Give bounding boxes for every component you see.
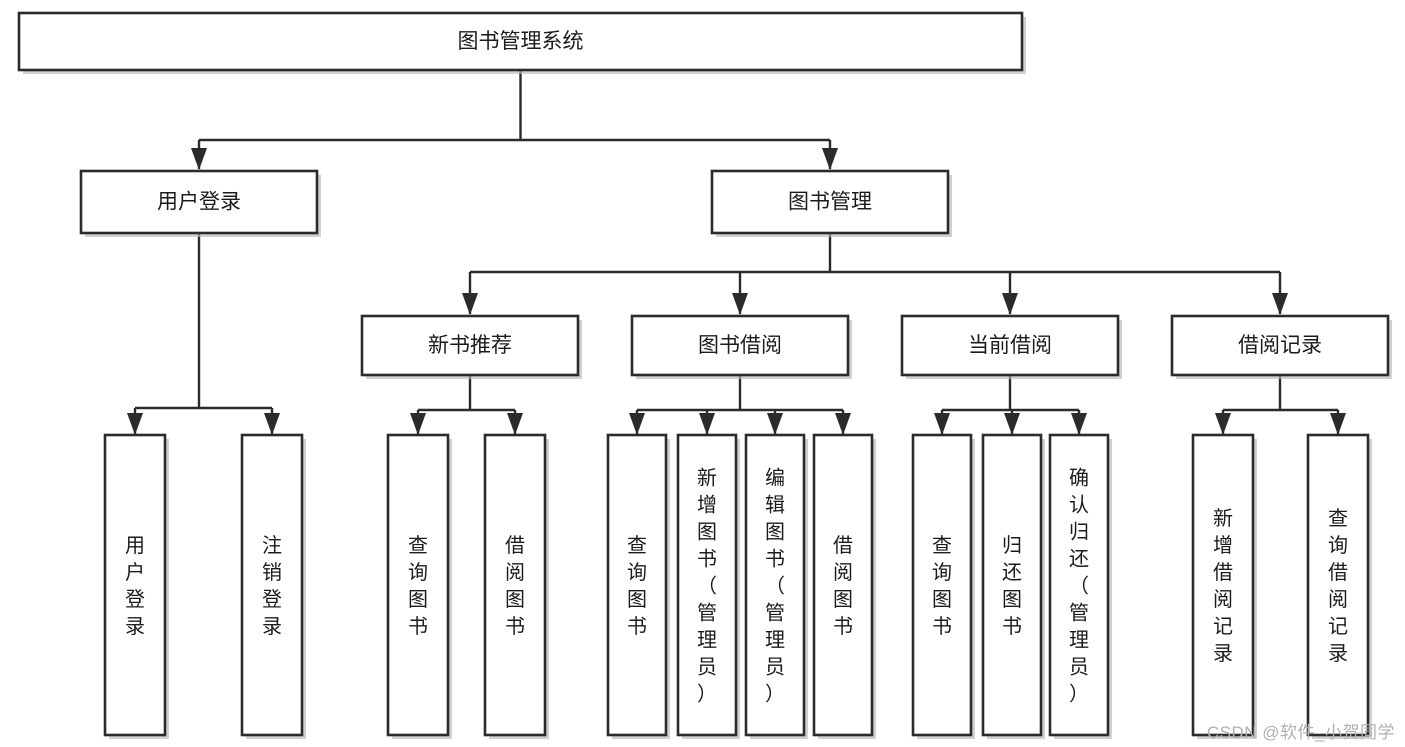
node-leaf-query-book-2-box[interactable] xyxy=(606,433,668,737)
node-leaf-confirm-return-admin[interactable]: 确认归还（管理员） xyxy=(1048,433,1112,739)
node-leaf-user-login[interactable]: 用户登录 xyxy=(103,433,169,739)
arrow-head-icon xyxy=(410,413,426,435)
arrow-head-icon xyxy=(1002,293,1018,315)
watermark-text: CSDN @软件_小贺同学 xyxy=(1206,723,1395,742)
node-new-book-recommend-label: 新书推荐 xyxy=(428,334,512,357)
node-root-book-management-system[interactable]: 图书管理系统 xyxy=(17,11,1026,74)
node-leaf-borrow-book-2[interactable]: 借阅图书 xyxy=(812,433,876,739)
node-leaf-borrow-book-2-label: 借阅图书 xyxy=(833,534,853,638)
node-current-borrow[interactable]: 当前借阅 xyxy=(900,314,1122,379)
node-leaf-borrow-book-1[interactable]: 借阅图书 xyxy=(483,433,549,739)
node-current-borrow-label: 当前借阅 xyxy=(968,334,1052,357)
node-leaf-logout-label: 注销登录 xyxy=(262,534,282,638)
node-root-book-management-system-box[interactable] xyxy=(17,11,1024,72)
node-leaf-query-borrow-record[interactable]: 查询借阅记录 xyxy=(1306,433,1372,739)
node-borrow-record[interactable]: 借阅记录 xyxy=(1170,314,1392,379)
arrow-head-icon xyxy=(629,413,645,435)
node-leaf-query-book-3[interactable]: 查询图书 xyxy=(911,433,975,739)
arrow-head-icon xyxy=(507,413,523,435)
nodes-layer: 图书管理系统用户登录图书管理新书推荐图书借阅当前借阅借阅记录用户登录注销登录查询… xyxy=(17,11,1392,739)
arrow-head-icon xyxy=(264,413,280,435)
arrow-head-icon xyxy=(1272,293,1288,315)
node-leaf-edit-book-admin[interactable]: 编辑图书（管理员） xyxy=(744,433,808,739)
node-borrow-record-box[interactable] xyxy=(1170,314,1390,377)
node-leaf-logout[interactable]: 注销登录 xyxy=(240,433,306,739)
node-leaf-borrow-book-1-label: 借阅图书 xyxy=(505,534,525,638)
arrow-head-icon xyxy=(191,148,207,170)
node-leaf-confirm-return-admin-label: 确认归还（管理员） xyxy=(1069,467,1089,706)
node-leaf-return-book[interactable]: 归还图书 xyxy=(981,433,1045,739)
arrow-head-icon xyxy=(1004,413,1020,435)
node-book-manage-box[interactable] xyxy=(710,169,950,235)
node-leaf-user-login-label: 用户登录 xyxy=(125,535,145,638)
node-leaf-edit-book-admin-label: 编辑图书（管理员） xyxy=(765,467,785,706)
node-leaf-borrow-book-2-box[interactable] xyxy=(812,433,874,737)
node-leaf-add-book-admin[interactable]: 新增图书（管理员） xyxy=(676,433,740,739)
node-borrow-record-label: 借阅记录 xyxy=(1238,334,1322,357)
arrow-head-icon xyxy=(127,413,143,435)
node-new-book-recommend[interactable]: 新书推荐 xyxy=(360,314,582,379)
node-leaf-add-book-admin-label: 新增图书（管理员） xyxy=(697,467,717,706)
node-leaf-add-borrow-record[interactable]: 新增借阅记录 xyxy=(1191,433,1257,739)
node-leaf-query-book-2[interactable]: 查询图书 xyxy=(606,433,670,739)
arrow-head-icon xyxy=(934,413,950,435)
node-leaf-query-book-1-label: 查询图书 xyxy=(408,534,428,638)
node-book-manage[interactable]: 图书管理 xyxy=(710,169,952,237)
arrow-head-icon xyxy=(699,413,715,435)
arrow-head-icon xyxy=(1330,413,1346,435)
arrow-head-icon xyxy=(835,413,851,435)
node-leaf-query-book-3-label: 查询图书 xyxy=(932,534,952,638)
node-leaf-confirm-return-admin-box[interactable] xyxy=(1048,433,1110,737)
node-leaf-return-book-label: 归还图书 xyxy=(1002,534,1022,638)
node-leaf-query-book-1[interactable]: 查询图书 xyxy=(386,433,452,739)
connectors-layer xyxy=(127,70,1346,435)
arrow-head-icon xyxy=(462,293,478,315)
node-leaf-query-book-3-box[interactable] xyxy=(911,433,973,737)
node-book-borrow-box[interactable] xyxy=(630,314,850,377)
node-leaf-logout-box[interactable] xyxy=(240,433,304,737)
node-leaf-add-borrow-record-label: 新增借阅记录 xyxy=(1213,507,1233,665)
arrow-head-icon xyxy=(732,293,748,315)
node-new-book-recommend-box[interactable] xyxy=(360,314,580,377)
node-leaf-edit-book-admin-box[interactable] xyxy=(744,433,806,737)
node-leaf-borrow-book-1-box[interactable] xyxy=(483,433,547,737)
arrow-head-icon xyxy=(1215,413,1231,435)
node-current-borrow-box[interactable] xyxy=(900,314,1120,377)
node-leaf-query-book-1-box[interactable] xyxy=(386,433,450,737)
node-book-borrow-label: 图书借阅 xyxy=(698,334,782,357)
node-leaf-add-borrow-record-box[interactable] xyxy=(1191,433,1255,737)
node-book-manage-label: 图书管理 xyxy=(788,191,872,214)
node-leaf-query-book-2-label: 查询图书 xyxy=(627,534,647,638)
node-leaf-user-login-box[interactable] xyxy=(103,433,167,737)
arrow-head-icon xyxy=(767,413,783,435)
arrow-head-icon xyxy=(822,148,838,170)
node-user-login-label: 用户登录 xyxy=(157,191,241,214)
node-user-login-box[interactable] xyxy=(79,169,319,235)
arrow-head-icon xyxy=(1071,413,1087,435)
node-leaf-add-book-admin-box[interactable] xyxy=(676,433,738,737)
node-user-login[interactable]: 用户登录 xyxy=(79,169,321,237)
node-leaf-query-borrow-record-label: 查询借阅记录 xyxy=(1328,507,1348,665)
node-root-book-management-system-label: 图书管理系统 xyxy=(458,30,584,53)
node-book-borrow[interactable]: 图书借阅 xyxy=(630,314,852,379)
node-leaf-query-borrow-record-box[interactable] xyxy=(1306,433,1370,737)
node-leaf-return-book-box[interactable] xyxy=(981,433,1043,737)
